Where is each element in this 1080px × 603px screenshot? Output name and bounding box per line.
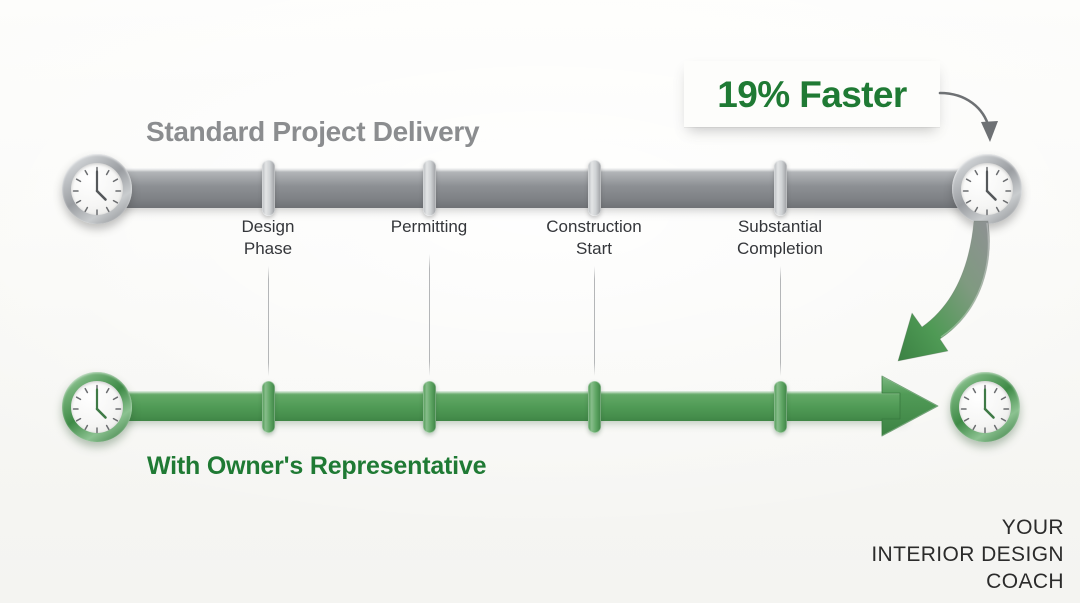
badge-pointer-arrow-icon [936,84,1008,154]
brand-line-2: INTERIOR DESIGN [871,543,1064,566]
ownersrep-tick-construction-start [587,381,601,433]
standard-start-clock-icon [62,154,132,224]
ownersrep-tick-permitting [422,381,436,433]
standard-end-clock-icon [952,154,1022,224]
standard-tick-design-phase [261,160,275,216]
ownersrep-timeline-bar [97,391,909,421]
brand-line-1: YOUR [1001,516,1064,539]
ownersrep-timeline-title: With Owner's Representative [147,452,487,480]
comparison-curved-arrow-icon [890,215,1020,380]
standard-tick-construction-start [587,160,601,216]
standard-tick-substantial-completion [773,160,787,216]
connector-line-construction-start [594,266,595,376]
milestone-line-1: Permitting [390,217,468,236]
ownersrep-tick-design-phase [261,381,275,433]
ownersrep-end-clock-icon [950,372,1020,442]
brand-line-3: COACH [986,570,1064,593]
brand-wordmark: YOUR INTERIOR DESIGN COACH [871,514,1064,595]
milestone-line-1: Design [241,217,295,236]
milestone-label-design-phase: Design Phase [173,216,363,260]
milestone-label-permitting: Permitting [334,216,524,238]
milestone-line-2: Phase [243,239,293,258]
ownersrep-start-clock-icon [62,372,132,442]
ownersrep-timeline-arrowhead-icon [880,360,944,452]
milestone-line-2: Completion [737,239,823,258]
ownersrep-tick-substantial-completion [773,381,787,433]
standard-timeline-title: Standard Project Delivery [146,116,480,147]
faster-badge-label: 19% Faster [717,73,907,115]
milestone-label-construction-start: Construction Start [499,216,689,260]
milestone-line-1: Substantial [737,217,823,236]
connector-line-permitting [429,254,430,376]
connector-line-substantial-completion [780,266,781,376]
milestone-line-1: Construction [546,217,642,236]
milestone-line-2: Start [576,239,612,258]
standard-timeline-bar [97,168,990,208]
faster-badge: 19% Faster [684,61,940,127]
connector-line-design-phase [268,266,269,376]
standard-tick-permitting [422,160,436,216]
milestone-label-substantial-completion: Substantial Completion [685,216,875,260]
